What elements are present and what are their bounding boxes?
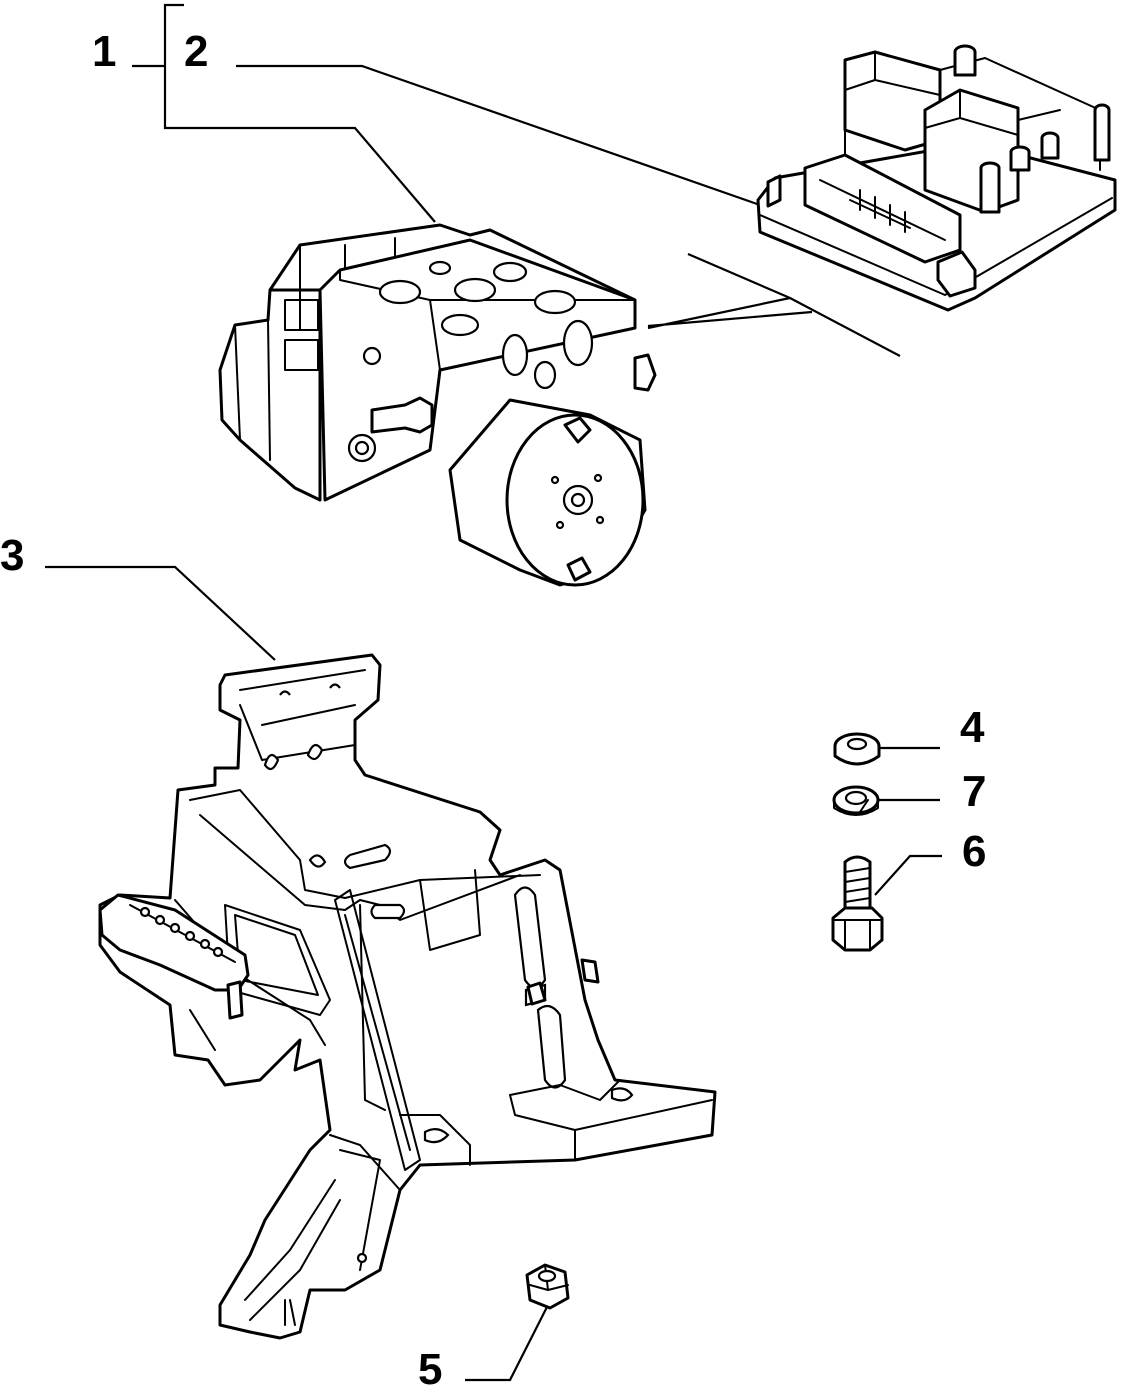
hex-bolt-icon — [831, 855, 884, 952]
callout-1: 1 — [92, 27, 116, 76]
spring-washer-icon — [832, 785, 880, 816]
callout-2: 2 — [184, 27, 208, 76]
leader-2 — [236, 64, 761, 207]
leader-lines — [45, 3, 942, 1382]
electronic-control-module-icon — [756, 44, 1117, 312]
leader-5 — [465, 1304, 549, 1382]
callout-4: 4 — [960, 703, 985, 752]
leader-1 — [132, 3, 436, 223]
callout-7: 7 — [962, 767, 986, 816]
leader-6 — [874, 854, 942, 896]
mounting-bracket-icon — [98, 653, 717, 1340]
assembly-line — [647, 252, 901, 357]
leader-3 — [45, 565, 276, 661]
callout-6: 6 — [962, 827, 986, 876]
abs-hydraulic-unit-icon — [218, 223, 657, 587]
callout-5: 5 — [418, 1345, 442, 1386]
flat-washer-icon — [833, 732, 881, 766]
callout-3: 3 — [0, 531, 24, 580]
hex-nut-icon — [525, 1263, 570, 1310]
